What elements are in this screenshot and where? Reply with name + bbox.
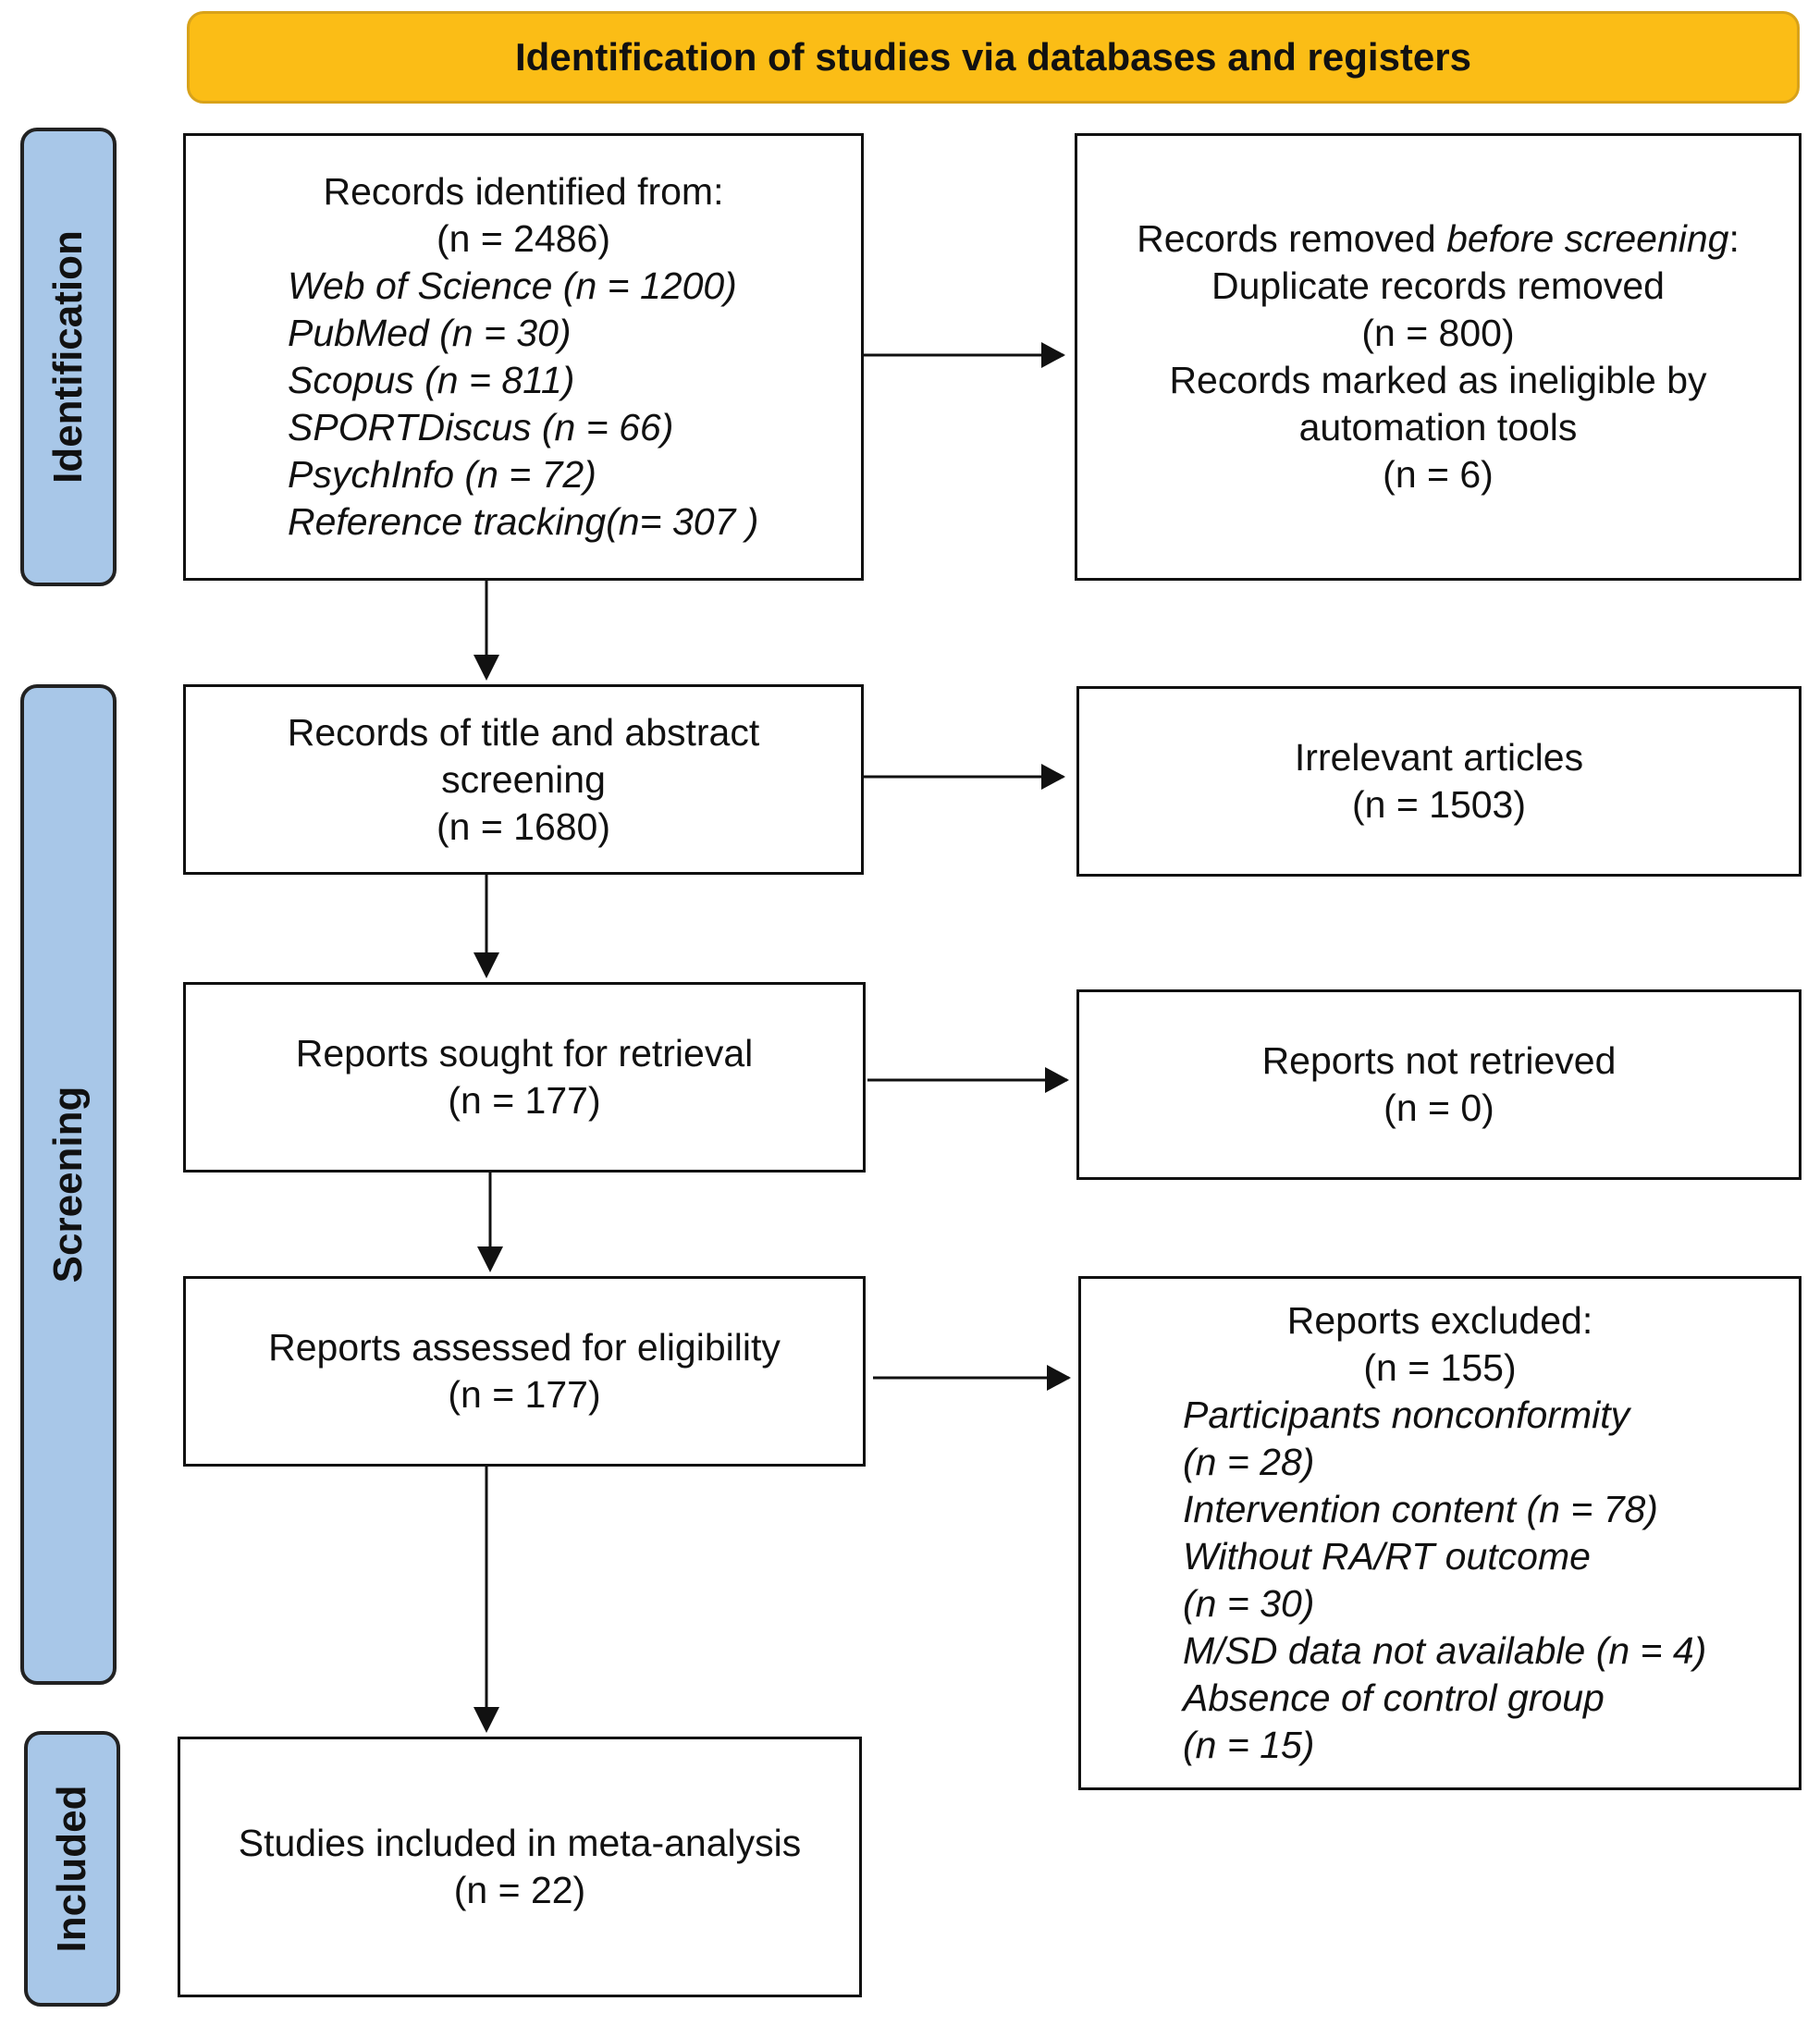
phase-identification: Identification — [20, 128, 117, 586]
excluded-box: Reports excluded: (n = 155) Participants… — [1078, 1276, 1802, 1790]
included-label: Studies included in meta-analysis — [238, 1822, 802, 1864]
sought-count: (n = 177) — [448, 1079, 601, 1122]
records-removed-heading-suffix: : — [1728, 217, 1740, 260]
excluded-count: (n = 155) — [1363, 1346, 1517, 1389]
records-removed-heading-prefix: Records removed — [1137, 217, 1447, 260]
arrowhead — [1045, 1067, 1069, 1093]
screening-line1: Records of title and abstract — [287, 710, 760, 754]
source-item: PsychInfo (n = 72) — [288, 453, 596, 496]
header-banner: Identification of studies via databases … — [187, 11, 1800, 104]
sought-label: Reports sought for retrieval — [295, 1032, 754, 1074]
records-identified-box: Records identified from: (n = 2486) Web … — [183, 133, 864, 581]
source-item: Reference tracking(n= 307 ) — [288, 500, 759, 543]
exclusion-reason: Absence of control group — [1183, 1676, 1605, 1719]
exclusion-reason: Participants nonconformity — [1183, 1394, 1630, 1436]
assessed-box: Reports assessed for eligibility (n = 17… — [183, 1276, 866, 1467]
screening-count: (n = 1680) — [436, 804, 611, 848]
arrowhead — [473, 952, 499, 978]
not-retrieved-label: Reports not retrieved — [1261, 1039, 1617, 1082]
arrowhead — [473, 1707, 499, 1733]
source-item: SPORTDiscus (n = 66) — [288, 406, 674, 448]
irrelevant-count: (n = 1503) — [1351, 783, 1527, 826]
ineligible-count: (n = 6) — [1383, 453, 1494, 496]
screening-box: Records of title and abstract screening … — [183, 684, 864, 875]
ineligible-label-1: Records marked as ineligible by — [1169, 359, 1707, 401]
included-count: (n = 22) — [453, 1869, 586, 1911]
duplicates-label: Duplicate records removed — [1211, 264, 1665, 307]
included-box: Studies included in meta-analysis (n = 2… — [178, 1737, 862, 1997]
ineligible-label-2: automation tools — [1298, 406, 1578, 448]
exclusion-reason: Without RA/RT outcome — [1183, 1535, 1591, 1578]
duplicates-count: (n = 800) — [1361, 312, 1515, 354]
assessed-count: (n = 177) — [448, 1373, 601, 1416]
exclusion-reason: (n = 28) — [1183, 1441, 1315, 1483]
header-title: Identification of studies via databases … — [515, 35, 1471, 79]
excluded-heading: Reports excluded: — [1286, 1299, 1593, 1342]
records-removed-heading: Records removed before screening: — [1077, 215, 1799, 263]
not-retrieved-count: (n = 0) — [1383, 1087, 1494, 1129]
records-removed-heading-italic: before screening — [1446, 217, 1729, 260]
source-item: Web of Science (n = 1200) — [288, 264, 737, 307]
screening-line2: screening — [441, 757, 606, 801]
arrowhead — [1041, 342, 1065, 368]
arrowhead — [1041, 764, 1065, 790]
arrowhead — [473, 655, 499, 681]
arrowhead — [477, 1246, 503, 1272]
phase-included: Included — [24, 1731, 120, 2007]
records-identified-total: (n = 2486) — [436, 217, 611, 260]
exclusion-reason: (n = 15) — [1183, 1724, 1315, 1766]
arrowhead — [1047, 1365, 1071, 1391]
phase-screening: Screening — [20, 684, 117, 1685]
records-removed-box: Records removed before screening: Duplic… — [1075, 133, 1802, 581]
exclusion-reason: (n = 30) — [1183, 1582, 1315, 1625]
exclusion-reason: M/SD data not available (n = 4) — [1183, 1629, 1707, 1672]
irrelevant-box: Irrelevant articles (n = 1503) — [1076, 686, 1802, 877]
records-identified-heading: Records identified from: — [323, 170, 724, 213]
sought-box: Reports sought for retrieval (n = 177) — [183, 982, 866, 1173]
irrelevant-label: Irrelevant articles — [1294, 736, 1584, 779]
assessed-label: Reports assessed for eligibility — [268, 1326, 781, 1369]
exclusion-reason: Intervention content (n = 78) — [1183, 1488, 1658, 1530]
not-retrieved-box: Reports not retrieved (n = 0) — [1076, 989, 1802, 1180]
source-item: Scopus (n = 811) — [288, 359, 575, 401]
source-item: PubMed (n = 30) — [288, 312, 572, 354]
